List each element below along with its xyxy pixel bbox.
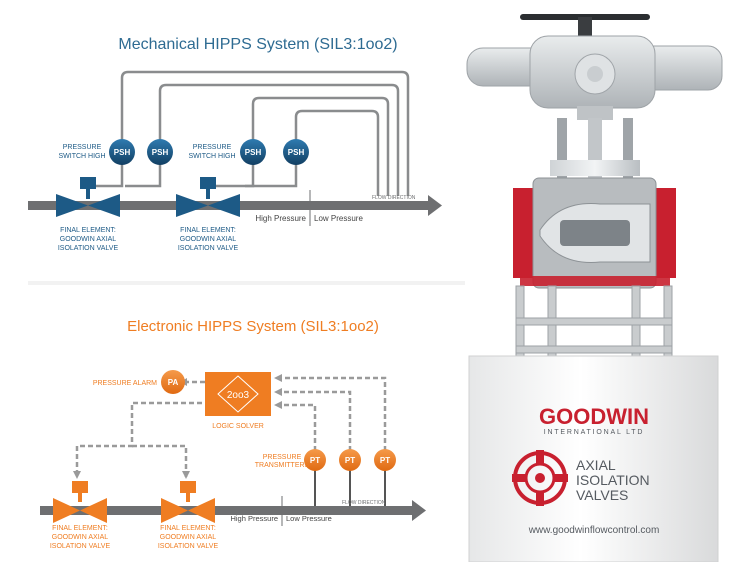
electronic-pipe: FLOW DIRECTION: [40, 500, 426, 521]
display-plinth: [468, 355, 719, 562]
mech-switch-label-2: PRESSURE SWITCH HIGH: [188, 144, 235, 160]
valve-body: [513, 177, 676, 289]
svg-text:PRESSURE: PRESSURE: [263, 454, 302, 461]
svg-text:PT: PT: [380, 456, 390, 465]
svg-text:PSH: PSH: [114, 148, 131, 157]
svg-text:ISOLATION: ISOLATION: [576, 472, 650, 488]
psh-4: PSH: [283, 139, 309, 165]
elec-valve-1: [53, 481, 107, 523]
mech-valve-1: [56, 177, 120, 217]
logic-solver-label: LOGIC SOLVER: [212, 423, 264, 430]
electronic-title: Electronic HIPPS System (SIL3:1oo2): [127, 318, 379, 335]
actuator: [466, 35, 723, 120]
svg-text:High Pressure: High Pressure: [255, 214, 306, 223]
svg-text:PA: PA: [168, 378, 179, 387]
svg-text:FINAL ELEMENT:: FINAL ELEMENT:: [60, 227, 116, 234]
svg-text:FINAL ELEMENT:: FINAL ELEMENT:: [180, 227, 236, 234]
svg-text:VALVES: VALVES: [576, 487, 628, 503]
elec-flow-direction: FLOW DIRECTION: [342, 500, 386, 506]
svg-text:GOODWIN AXIAL: GOODWIN AXIAL: [52, 534, 109, 541]
svg-text:PT: PT: [345, 456, 355, 465]
pressure-transmitters-label: PRESSURE TRANSMITTERS: [255, 454, 310, 469]
mechanical-signal-lines: [89, 70, 410, 196]
mech-valve-2: [176, 177, 240, 217]
svg-text:ISOLATION VALVE: ISOLATION VALVE: [50, 543, 111, 550]
valve-yoke: [550, 118, 640, 180]
axial-valve-emblem: [512, 450, 568, 506]
mech-flow-direction: FLOW DIRECTION: [372, 195, 416, 201]
product-photo: GOODWIN INTERNATIONAL LTD AXIAL ISOLATIO…: [466, 14, 723, 562]
mech-pressure-divider: High Pressure Low Pressure: [255, 190, 363, 226]
pt-impulse-lines: [314, 470, 386, 506]
website-url: www.goodwinflowcontrol.com: [528, 525, 660, 536]
mechanical-panel: Mechanical HIPPS System (SIL3:1oo2) FLOW…: [28, 10, 465, 280]
svg-text:SWITCH HIGH: SWITCH HIGH: [58, 153, 105, 160]
elec-final-element-label-2: FINAL ELEMENT: GOODWIN AXIAL ISOLATION V…: [158, 525, 219, 550]
handwheel: [520, 14, 650, 39]
svg-text:PSH: PSH: [152, 148, 169, 157]
goodwin-logo: GOODWIN: [539, 404, 649, 429]
mech-final-element-label-1: FINAL ELEMENT: GOODWIN AXIAL ISOLATION V…: [58, 227, 119, 252]
mechanical-title: Mechanical HIPPS System (SIL3:1oo2): [118, 36, 397, 53]
electronic-panel: Electronic HIPPS System (SIL3:1oo2): [40, 318, 426, 550]
pressure-alarm-label: PRESSURE ALARM: [93, 380, 157, 387]
elec-pressure-divider: High Pressure Low Pressure: [230, 496, 332, 526]
support-frame: [515, 285, 673, 377]
axial-isolation-valves-text: AXIAL ISOLATION VALVES: [576, 457, 650, 503]
logic-solver: 2oo3 LOGIC SOLVER: [205, 372, 271, 430]
pt-3: PT: [374, 449, 396, 471]
svg-text:Low Pressure: Low Pressure: [286, 514, 332, 523]
svg-text:SWITCH HIGH: SWITCH HIGH: [188, 153, 235, 160]
panel-divider: [28, 281, 465, 285]
psh-1: PSH: [109, 139, 135, 165]
svg-text:GOODWIN AXIAL: GOODWIN AXIAL: [180, 236, 237, 243]
svg-text:2oo3: 2oo3: [227, 390, 250, 401]
mech-switch-label-1: PRESSURE SWITCH HIGH: [58, 144, 105, 160]
svg-text:Low Pressure: Low Pressure: [314, 214, 363, 223]
svg-text:FINAL ELEMENT:: FINAL ELEMENT:: [160, 525, 216, 532]
svg-text:PRESSURE: PRESSURE: [193, 144, 232, 151]
svg-text:FINAL ELEMENT:: FINAL ELEMENT:: [52, 525, 108, 532]
pt-2: PT: [339, 449, 361, 471]
svg-text:AXIAL: AXIAL: [576, 457, 616, 473]
svg-text:High Pressure: High Pressure: [230, 514, 278, 523]
svg-text:GOODWIN AXIAL: GOODWIN AXIAL: [160, 534, 217, 541]
psh-3: PSH: [240, 139, 266, 165]
elec-valve-2: [161, 481, 215, 523]
pressure-alarm: PA PRESSURE ALARM: [93, 370, 185, 394]
goodwin-logo-sub: INTERNATIONAL LTD: [544, 429, 644, 436]
svg-text:PSH: PSH: [288, 148, 305, 157]
pt-1: PT: [304, 449, 326, 471]
svg-text:PRESSURE: PRESSURE: [63, 144, 102, 151]
psh-2: PSH: [147, 139, 173, 165]
svg-text:TRANSMITTERS: TRANSMITTERS: [255, 462, 310, 469]
svg-text:PT: PT: [310, 456, 320, 465]
svg-text:ISOLATION VALVE: ISOLATION VALVE: [178, 245, 239, 252]
goodwin-branding: GOODWIN INTERNATIONAL LTD AXIAL ISOLATIO…: [512, 404, 659, 536]
svg-text:PSH: PSH: [245, 148, 262, 157]
mech-final-element-label-2: FINAL ELEMENT: GOODWIN AXIAL ISOLATION V…: [178, 227, 239, 252]
elec-final-element-label-1: FINAL ELEMENT: GOODWIN AXIAL ISOLATION V…: [50, 525, 111, 550]
svg-text:ISOLATION VALVE: ISOLATION VALVE: [158, 543, 219, 550]
svg-text:GOODWIN AXIAL: GOODWIN AXIAL: [60, 236, 117, 243]
svg-text:ISOLATION VALVE: ISOLATION VALVE: [58, 245, 119, 252]
